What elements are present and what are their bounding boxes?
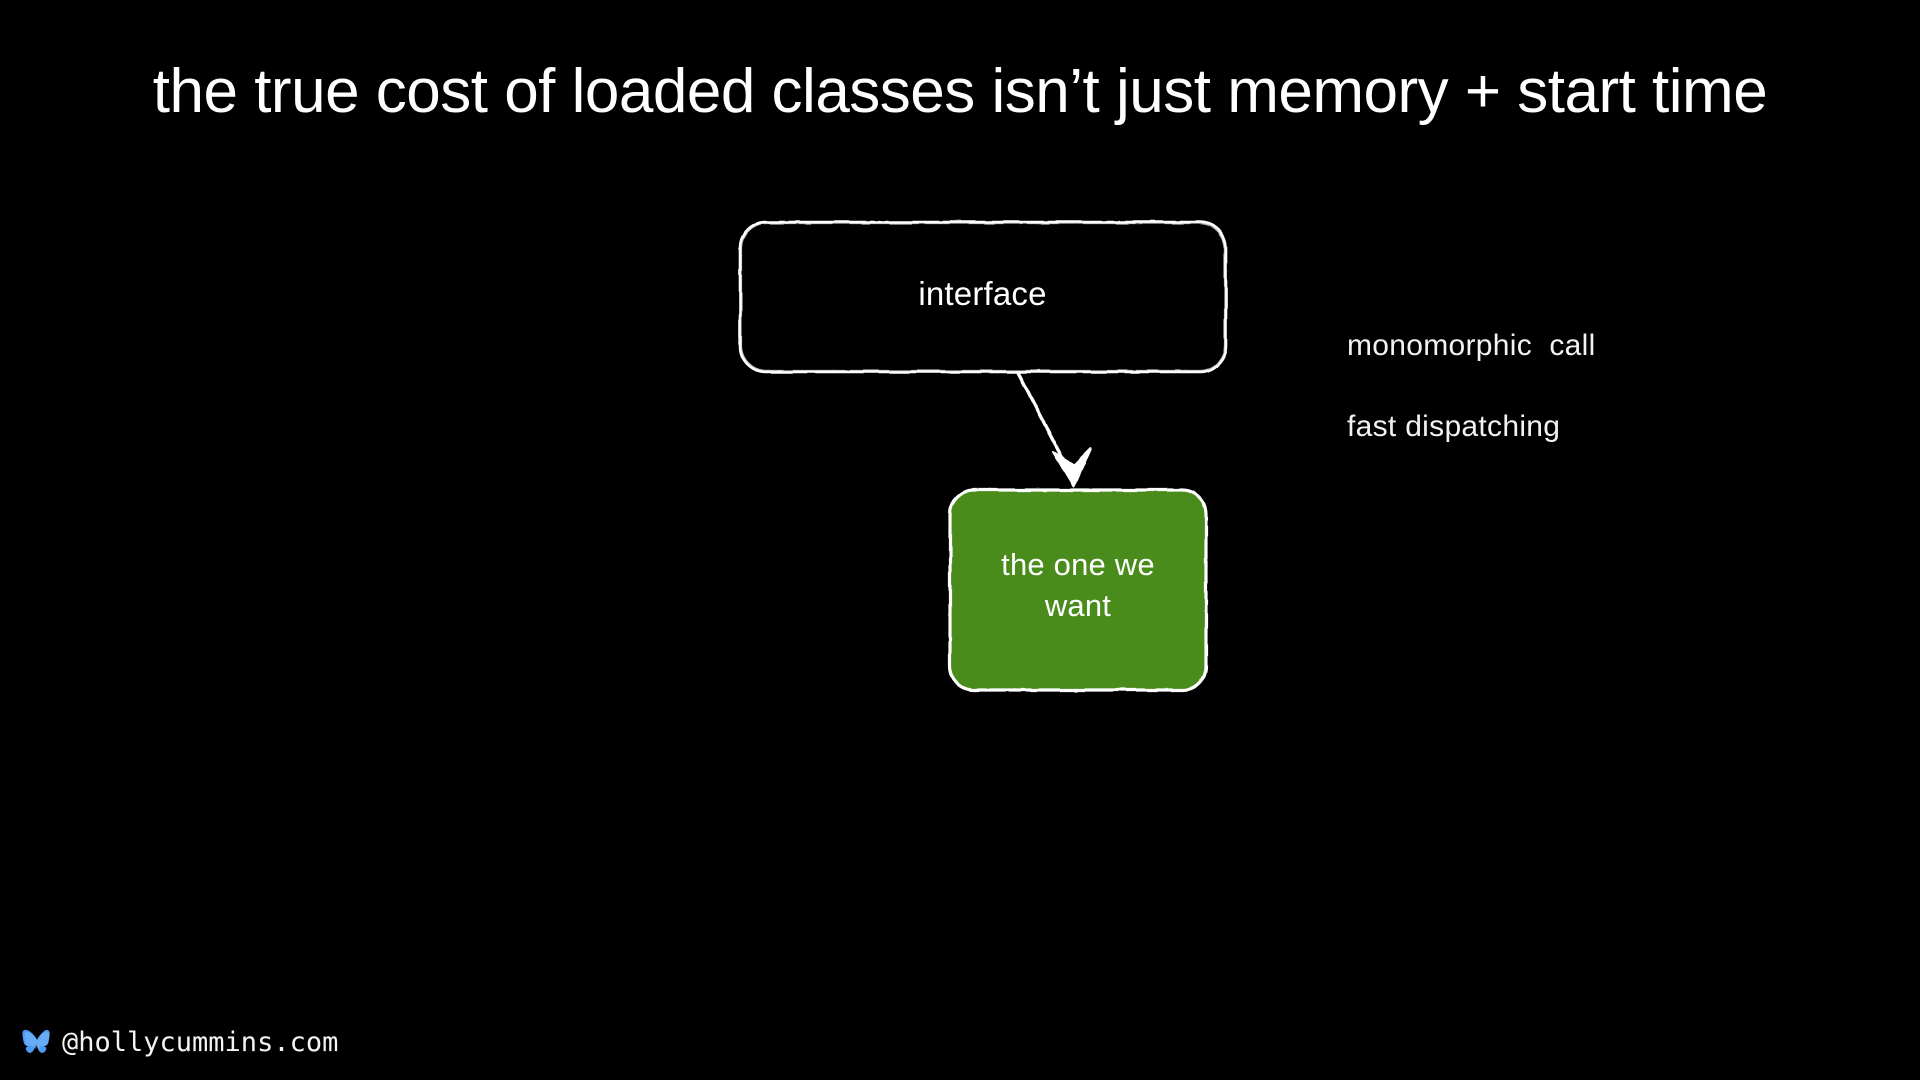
annotation-fast-dispatching: fast dispatching	[1347, 410, 1561, 443]
page-title: the true cost of loaded classes isn’t ju…	[152, 57, 1768, 126]
annotation-monomorphic-call: monomorphic call	[1347, 329, 1596, 362]
edge-interface-to-target	[1016, 371, 1092, 488]
node-target-label-line1: the one we	[1001, 547, 1155, 582]
footer: @hollycummins.com	[22, 1027, 338, 1058]
butterfly-icon	[22, 1029, 52, 1057]
node-target-label-line2: want	[1044, 587, 1112, 623]
node-interface-label: interface	[918, 275, 1047, 312]
footer-handle: @hollycummins.com	[62, 1027, 339, 1058]
node-target-label: the one we want	[950, 545, 1206, 627]
